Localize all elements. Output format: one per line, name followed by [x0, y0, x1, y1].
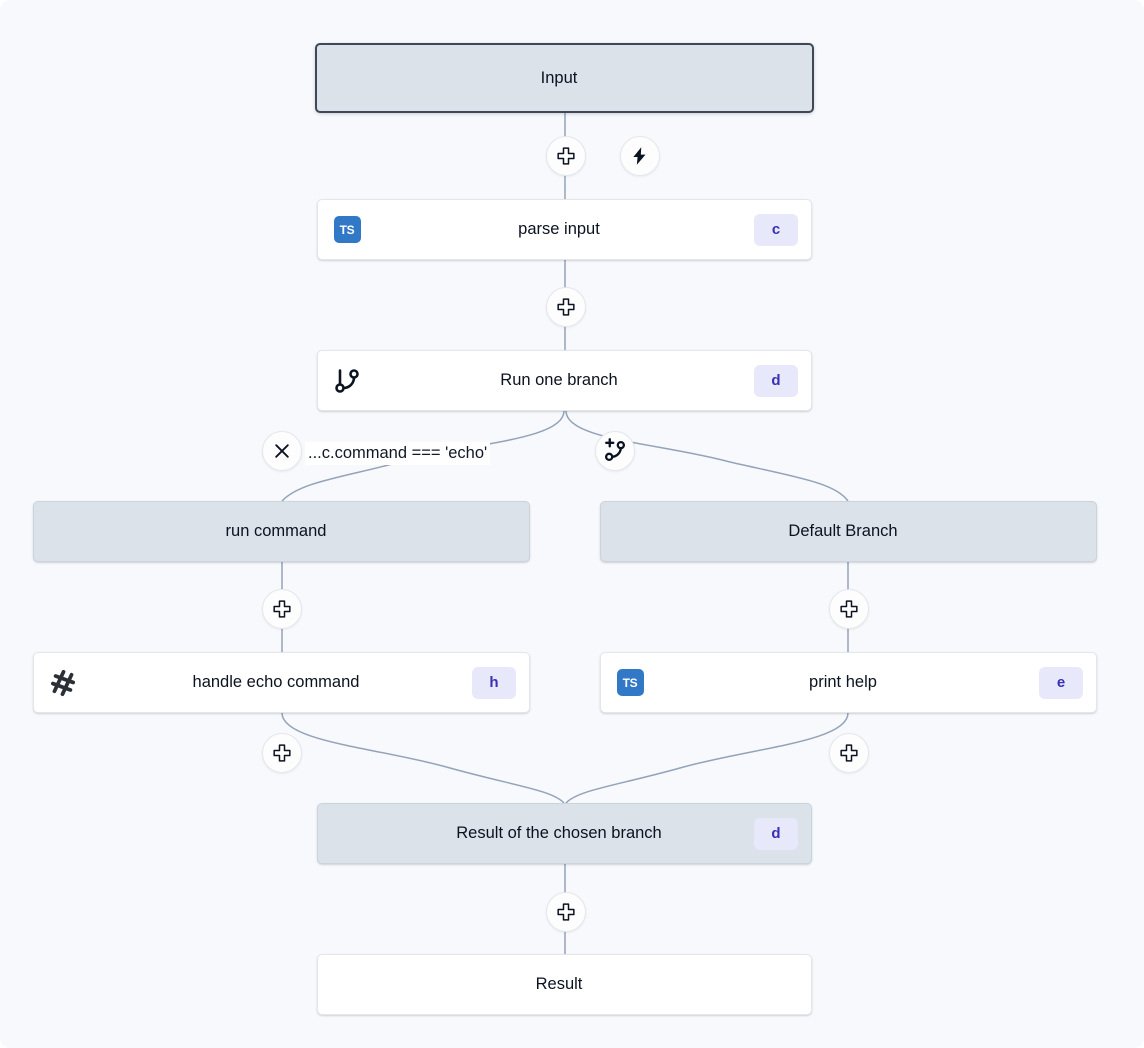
node-input[interactable]: Input — [315, 43, 814, 113]
handle-add-after-parse-input[interactable] — [546, 287, 586, 327]
node-badge-run-one-branch[interactable]: d — [754, 364, 798, 397]
node-label: Result of the chosen branch — [456, 824, 662, 842]
typescript-icon: TS — [333, 216, 361, 243]
node-label: Default Branch — [788, 522, 898, 540]
git-branch-icon — [335, 368, 359, 393]
node-label: Run one branch — [500, 371, 618, 389]
handle-add-branch[interactable] — [595, 431, 635, 471]
node-run-command[interactable]: run command — [33, 501, 530, 562]
node-default-branch[interactable]: Default Branch — [600, 501, 1097, 562]
plus-icon — [273, 600, 291, 618]
node-label: parse input — [518, 220, 600, 238]
node-badge-parse-input[interactable]: c — [754, 213, 798, 246]
node-label: print help — [809, 673, 877, 691]
handle-add-after-run-command[interactable] — [262, 589, 302, 629]
handle-trigger-bolt[interactable] — [620, 136, 660, 176]
node-label: Input — [540, 68, 578, 87]
node-result[interactable]: Result — [317, 954, 812, 1015]
node-badge-print-help[interactable]: e — [1039, 666, 1083, 699]
node-icon-parse-input: TS — [330, 213, 364, 247]
plus-icon — [840, 744, 858, 762]
typescript-icon: TS — [616, 669, 644, 696]
node-icon-run-one-branch — [330, 364, 364, 398]
plus-icon — [273, 744, 291, 762]
lightning-bolt-icon — [633, 147, 646, 165]
edge-label-echo-condition[interactable]: ...c.command === 'echo' — [305, 442, 491, 465]
node-print-help[interactable]: TS print help e — [600, 652, 1097, 713]
node-icon-handle-echo-command — [46, 666, 80, 700]
close-x-icon — [275, 444, 289, 458]
node-icon-print-help: TS — [613, 666, 647, 700]
node-badge-result-chosen-branch[interactable]: d — [754, 817, 798, 850]
handle-add-after-default-branch[interactable] — [829, 589, 869, 629]
node-result-chosen-branch[interactable]: Result of the chosen branch d — [317, 803, 812, 864]
handle-add-after-input[interactable] — [546, 136, 586, 176]
handle-add-after-handle-echo[interactable] — [262, 733, 302, 773]
plus-icon — [557, 147, 575, 165]
edge-print-help-to-result[interactable] — [565, 712, 849, 804]
git-branch-plus-icon — [604, 438, 626, 462]
handle-remove-branch[interactable] — [262, 431, 302, 471]
node-badge-handle-echo-command[interactable]: h — [472, 666, 516, 699]
edge-handle-to-result[interactable] — [281, 712, 565, 804]
node-label: handle echo command — [192, 673, 360, 691]
handle-add-after-print-help[interactable] — [829, 733, 869, 773]
plus-icon — [557, 298, 575, 316]
hash-script-icon — [50, 669, 76, 696]
node-label: run command — [225, 522, 327, 540]
node-label: Result — [535, 975, 583, 993]
plus-icon — [557, 903, 575, 921]
node-handle-echo-command[interactable]: handle echo command h — [33, 652, 530, 713]
plus-icon — [840, 600, 858, 618]
node-parse-input[interactable]: TS parse input c — [317, 199, 812, 260]
node-run-one-branch[interactable]: Run one branch d — [317, 350, 812, 411]
handle-add-after-result-branch[interactable] — [546, 892, 586, 932]
